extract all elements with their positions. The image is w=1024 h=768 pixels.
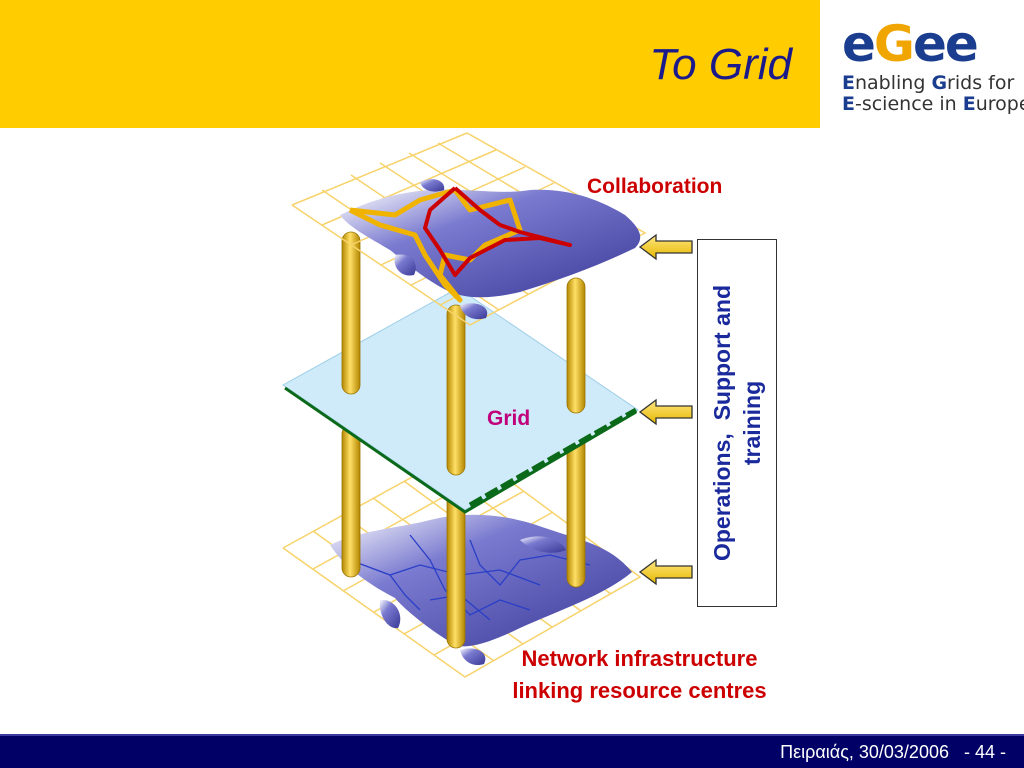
logo-mark: eGee [842, 15, 979, 73]
collaboration-layer [291, 132, 647, 326]
arrow-grid [638, 398, 693, 426]
operations-support-text: Operations, Support and training [709, 285, 765, 562]
bottom-map-land [330, 514, 632, 666]
operations-support-box: Operations, Support and training [697, 239, 777, 607]
network-label-line2: linking resource centres [512, 678, 767, 703]
network-label: Network infrastructure linking resource … [482, 643, 797, 707]
collaboration-label: Collaboration [587, 175, 723, 198]
title-bar: To Grid [0, 0, 820, 128]
arrow-collaboration [638, 233, 693, 261]
footer-text: Πειραιάς, 30/03/2006 - 44 - [780, 742, 1006, 762]
layer-arrows [638, 233, 693, 586]
collaboration-path-red [423, 186, 572, 277]
arrow-network [638, 558, 693, 586]
network-label-line1: Network infrastructure [521, 646, 758, 671]
logo-tagline-1: Enabling Grids for [842, 72, 1015, 94]
slide-title: To Grid [649, 40, 792, 89]
grid-layers-diagram [282, 132, 693, 678]
logo-tagline-2: E-science in Europe [842, 93, 1024, 115]
upper-pillars [341, 231, 586, 476]
lower-pillars [341, 424, 586, 649]
egee-logo: eGee Enabling Grids for E-science in Eur… [820, 0, 1024, 128]
grid-label: Grid [487, 407, 531, 430]
footer-bar: Πειραιάς, 30/03/2006 - 44 - [0, 734, 1024, 768]
